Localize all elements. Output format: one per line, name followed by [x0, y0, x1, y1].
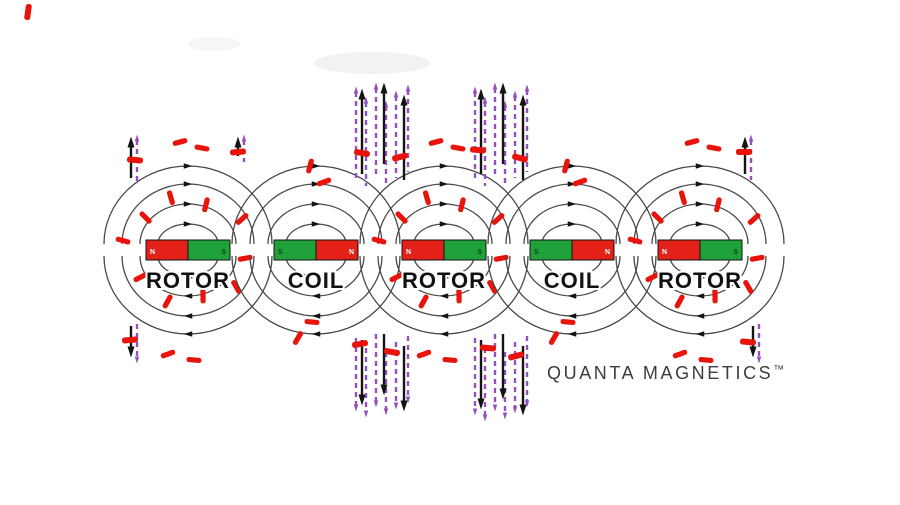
pole-letter: S — [733, 249, 738, 256]
field-lines — [615, 163, 785, 337]
scan-artifact — [314, 52, 430, 74]
coil-flux-dashes — [548, 158, 588, 345]
pole-letter: N — [349, 249, 354, 256]
rotor-flux-dashes — [627, 138, 765, 364]
coil-label: COIL — [288, 268, 345, 293]
field-lines — [487, 163, 657, 337]
coil-flux-dashes — [292, 158, 332, 345]
rotor-label: ROTOR — [658, 268, 742, 293]
pole-letter: S — [534, 249, 539, 256]
pole-letter: N — [406, 249, 411, 256]
scan-artifact — [188, 37, 240, 51]
rotor-flux-dashes — [371, 138, 509, 364]
pole-letter: N — [662, 249, 667, 256]
rotor-label: ROTOR — [146, 268, 230, 293]
brand-text: QUANTA MAGNETICS™ — [547, 363, 784, 384]
rotor-flux-dashes — [115, 138, 253, 364]
trademark-symbol: ™ — [773, 364, 785, 376]
rotor-label: ROTOR — [402, 268, 486, 293]
coil-label: COIL — [544, 268, 601, 293]
field-lines — [231, 163, 401, 337]
pole-letter: N — [605, 249, 610, 256]
pole-letter: S — [278, 249, 283, 256]
pole-letter: S — [221, 249, 226, 256]
pole-letter: S — [477, 249, 482, 256]
pole-letter: N — [150, 249, 155, 256]
brand-name: QUANTA MAGNETICS — [547, 363, 774, 383]
